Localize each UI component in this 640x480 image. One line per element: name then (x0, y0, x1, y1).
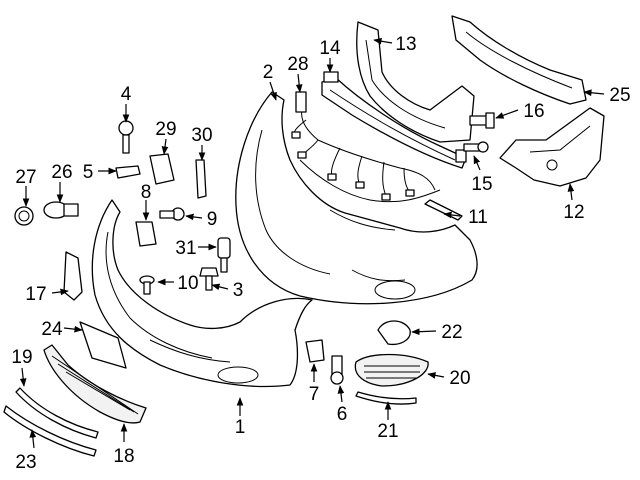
module-29 (149, 153, 175, 185)
bolt-10 (139, 275, 155, 295)
callout-22: 22 (441, 322, 462, 343)
callout-7: 7 (309, 384, 320, 405)
trim-strip-21 (355, 391, 417, 405)
callout-8: 8 (141, 182, 152, 203)
callout-12: 12 (563, 202, 584, 223)
sensor-ring-27 (14, 206, 34, 226)
bracket-24 (79, 321, 127, 369)
callout-15: 15 (471, 174, 492, 195)
callout-2: 2 (263, 62, 274, 83)
callout-30: 30 (191, 125, 212, 146)
callout-10: 10 (177, 273, 198, 294)
callout-1: 1 (235, 417, 246, 438)
callout-17: 17 (25, 284, 46, 305)
cap-22 (377, 320, 411, 346)
bumper-fascia-lower (91, 199, 313, 388)
bolt-16 (469, 112, 495, 129)
right-side-bracket (499, 107, 605, 187)
callout-19: 19 (11, 347, 32, 368)
upper-support-bracket (356, 21, 475, 143)
callout-23: 23 (15, 452, 36, 473)
callout-21: 21 (377, 421, 398, 442)
fastener-8 (135, 221, 157, 247)
callout-16: 16 (523, 101, 544, 122)
callout-6: 6 (337, 404, 348, 425)
callout-24: 24 (41, 319, 63, 340)
callout-29: 29 (155, 119, 176, 140)
right-upper-bracket (451, 15, 587, 105)
clip-7 (305, 339, 325, 363)
parking-sensor-26 (43, 201, 79, 219)
callout-3: 3 (233, 280, 244, 301)
callout-26: 26 (51, 162, 72, 183)
bracket-30 (195, 159, 207, 199)
callout-11: 11 (468, 207, 488, 228)
callout-31: 31 (175, 238, 196, 259)
bolt-3 (199, 267, 219, 291)
stud-15 (463, 141, 489, 153)
callout-13: 13 (395, 34, 416, 55)
callout-25: 25 (609, 85, 630, 106)
lower-grille-18 (43, 344, 147, 424)
lower-trim-strip-19 (15, 387, 99, 439)
bolt-9 (159, 207, 185, 221)
trim-strip-11 (424, 199, 463, 221)
callout-5: 5 (83, 162, 94, 183)
wiring-harness (291, 109, 436, 201)
leader-lines (19, 37, 605, 449)
callout-9: 9 (207, 209, 218, 230)
callout-20: 20 (449, 368, 470, 389)
impact-bar (321, 71, 467, 169)
splitter-23 (3, 405, 97, 457)
sensor-31 (217, 237, 231, 273)
bolt-6 (330, 355, 344, 385)
clip-5 (115, 165, 141, 179)
bumper-cover-upper (235, 91, 478, 305)
bracket-17 (63, 251, 83, 301)
callout-28: 28 (287, 54, 308, 75)
callout-18: 18 (113, 446, 134, 467)
clip-28 (295, 91, 307, 113)
screw-4 (118, 120, 134, 154)
callout-14: 14 (319, 38, 341, 59)
callout-4: 4 (121, 84, 132, 105)
fog-lamp-grille-20 (354, 353, 429, 387)
callout-27: 27 (15, 167, 36, 188)
callout-labels: 1 2 3 4 5 6 7 8 9 10 11 12 13 14 15 16 1… (11, 34, 630, 473)
